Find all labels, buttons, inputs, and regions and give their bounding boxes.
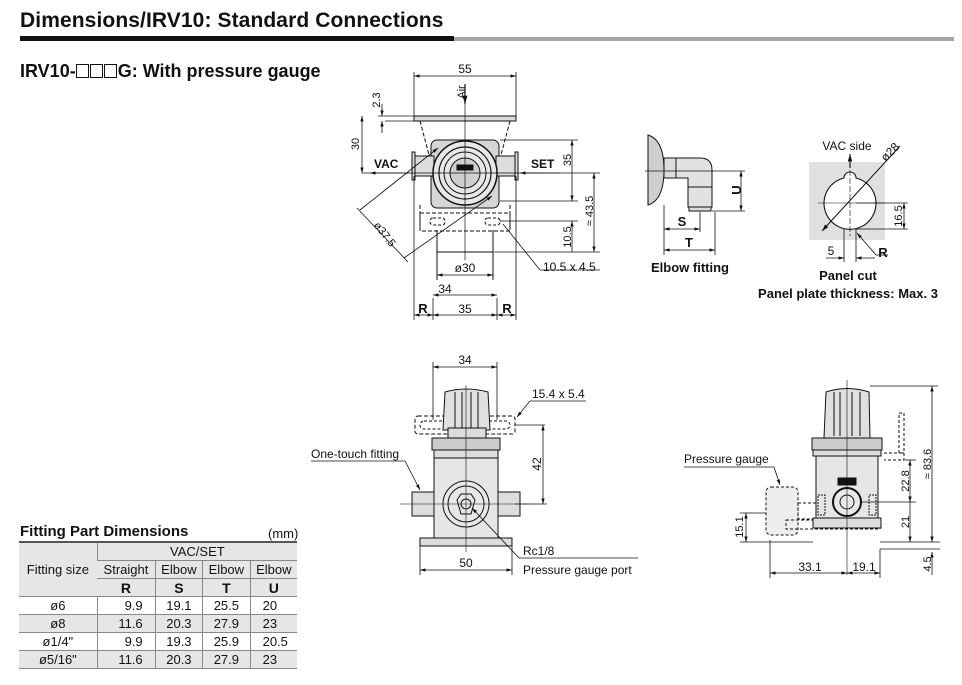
placeholder-box (75, 64, 89, 78)
rc18-label: Rc1/8 (523, 544, 555, 558)
dim-4-5: 4.5 (922, 556, 934, 571)
table-unit: (mm) (268, 526, 299, 541)
r-right-label: R (502, 301, 512, 316)
dim-19-1: 19.1 (852, 560, 876, 574)
vac-label: VAC (374, 157, 399, 171)
letter-header: U (249, 578, 297, 597)
dim-30: 30 (350, 138, 362, 150)
side-view-dimensions (684, 385, 940, 578)
fitting-dimensions-table: Fitting size VAC/SET Straight Elbow Elbo… (19, 541, 297, 669)
r-left-label: R (418, 301, 428, 316)
air-label: Air (456, 85, 468, 99)
slot-15-4-label: 15.4 x 5.4 (532, 387, 585, 401)
dim-55: 55 (458, 62, 472, 76)
elbow-caption: Elbow fitting (651, 260, 729, 275)
table-row: ø6 9.9 19.1 25.5 20 (19, 596, 297, 615)
placeholder-box (103, 64, 117, 78)
dim-21: 21 (900, 516, 912, 528)
type-header: Straight (97, 560, 156, 579)
dim-15-1: 15.1 (734, 516, 746, 537)
vac-set-header: VAC/SET (96, 542, 297, 561)
dim-22-8: 22.8 (900, 470, 912, 491)
dim-35-v: 35 (562, 154, 574, 166)
panel-thickness-note: Panel plate thickness: Max. 3 (758, 286, 938, 301)
t-label: T (685, 235, 693, 250)
letter-header: R (97, 578, 156, 597)
dim-30-dia: ø30 (455, 261, 476, 275)
model-subtitle: IRV10-G: With pressure gauge (20, 61, 321, 81)
u-label: U (729, 185, 744, 194)
dim-35-h: 35 (458, 302, 472, 316)
dim-28-dia: ø28 (878, 140, 903, 165)
top-view-dimensions (356, 72, 600, 320)
front-view-dimensions (311, 362, 638, 575)
front-view-drawing (400, 385, 530, 552)
dim-10-5: 10.5 (562, 226, 574, 247)
table-title: Fitting Part Dimensions (20, 523, 189, 540)
table-header-row: Straight Elbow Elbow Elbow (19, 560, 297, 579)
table-header-row: Fitting size VAC/SET (19, 542, 297, 597)
dim-83-6: ≈ 83.6 (922, 449, 934, 480)
elbow-fitting-drawing (645, 134, 745, 212)
dim-42: 42 (530, 457, 544, 471)
slot-label: 10.5 x 4.5 (543, 260, 596, 274)
dim-33-1: 33.1 (798, 560, 822, 574)
dim-2-3: 2.3 (371, 92, 383, 107)
r-panel-label: R (878, 245, 888, 260)
dim-34-front: 34 (458, 353, 472, 367)
elbow-dimensions (663, 171, 745, 255)
type-header: Elbow (202, 560, 251, 579)
dim-16-5: 16.5 (893, 205, 905, 226)
dim-50: 50 (459, 556, 473, 570)
panel-cut-caption: Panel cut (819, 268, 877, 283)
type-header: Elbow (249, 560, 297, 579)
vac-side-label: VAC side (822, 139, 871, 153)
top-view-drawing (395, 85, 540, 280)
panel-cut-drawing (809, 145, 901, 240)
type-header: Elbow (154, 560, 203, 579)
fitting-size-header: Fitting size (19, 542, 98, 597)
title-rule (20, 36, 454, 41)
pressure-gauge-label: Pressure gauge (684, 452, 769, 466)
side-view-drawing (765, 380, 905, 575)
table-row: ø8 11.6 20.3 27.9 23 (19, 614, 297, 633)
dim-34: 34 (438, 282, 452, 296)
set-label: SET (531, 157, 555, 171)
placeholder-box (89, 64, 103, 78)
title-rule-gray (454, 37, 954, 41)
page-title: Dimensions/IRV10: Standard Connections (20, 9, 444, 32)
table-row: ø1/4" 9.9 19.3 25.9 20.5 (19, 632, 297, 651)
table-header-row: R S T U (19, 578, 297, 597)
one-touch-fitting-label: One-touch fitting (311, 447, 399, 461)
letter-header: S (154, 578, 203, 597)
dim-43-5: ≈ 43.5 (584, 196, 596, 227)
table-row: ø5/16" 11.6 20.3 27.9 23 (19, 650, 297, 669)
dim-37-5: ø37.5 (371, 220, 398, 250)
pressure-gauge-port-label: Pressure gauge port (523, 563, 632, 577)
s-label: S (678, 214, 687, 229)
dim-5: 5 (828, 244, 835, 258)
panel-cut-dimensions (826, 202, 908, 262)
letter-header: T (202, 578, 251, 597)
